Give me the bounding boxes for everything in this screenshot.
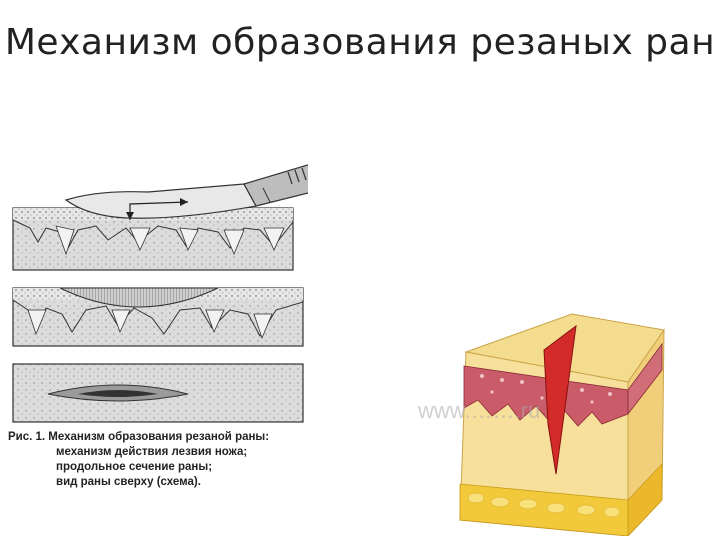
knife-handle <box>243 164 308 207</box>
caption-line-4: вид раны сверху (схема). <box>56 476 201 488</box>
panel-knife-action <box>12 164 308 271</box>
figure-caption: Рис. 1. Механизм образования резаной ран… <box>8 430 328 490</box>
watermark-text: www.…….ru <box>418 398 541 423</box>
skin-block-cut-illustration <box>459 313 665 536</box>
panel-longitudinal-section <box>12 287 304 347</box>
cut-wound <box>543 324 577 475</box>
caption-line-3: продольное сечение раны; <box>56 461 213 473</box>
slide-title: Механизм образования резаных ран <box>4 22 716 63</box>
caption-line-2: механизм действия лезвия ножа; <box>56 446 248 458</box>
cut-wound-mechanism-figure <box>12 164 308 423</box>
panel-top-view <box>12 363 304 423</box>
knife-blade <box>64 183 257 219</box>
caption-line-1: Рис. 1. Механизм образования резаной ран… <box>8 431 270 443</box>
